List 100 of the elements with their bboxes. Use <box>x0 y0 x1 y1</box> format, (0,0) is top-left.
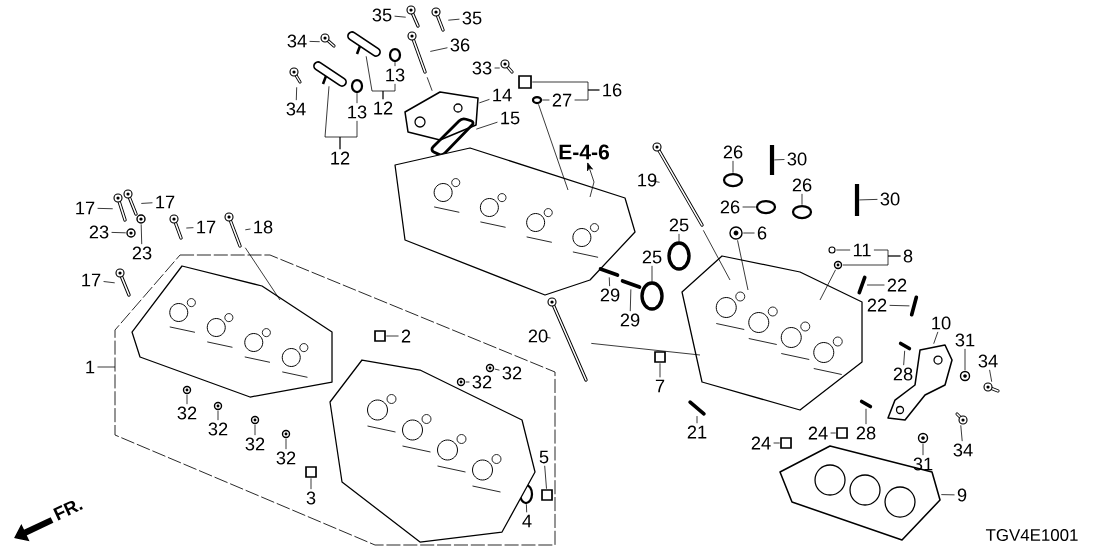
drawing-code: TGV4E1001 <box>985 529 1078 541</box>
callout-number: 34 <box>953 443 973 457</box>
leader-line <box>429 47 448 52</box>
callout-number: 12 <box>374 101 393 115</box>
bolt <box>289 67 302 84</box>
washer <box>126 228 136 238</box>
reference-arrow <box>587 162 595 198</box>
leader-line <box>678 233 680 243</box>
leader-line <box>865 408 867 425</box>
cap <box>541 489 553 501</box>
solenoid-valve <box>347 31 381 57</box>
callout-number: 9 <box>957 488 967 502</box>
callout-number: 32 <box>472 375 492 389</box>
leader-line <box>629 289 632 312</box>
o-ring <box>531 95 543 105</box>
cover <box>404 91 479 141</box>
callout-number: 32 <box>276 451 296 465</box>
callout-number: 3 <box>306 491 316 505</box>
cylinder-head <box>131 265 333 398</box>
leader-line <box>732 160 734 174</box>
leader-line <box>447 18 460 21</box>
leader-line <box>651 180 660 183</box>
callout-number: 31 <box>913 457 933 471</box>
callout-number: 28 <box>893 367 913 381</box>
dowel <box>305 466 317 478</box>
assembly-line <box>590 343 701 356</box>
leader-line <box>933 331 939 345</box>
callout-number: 7 <box>655 379 665 393</box>
callout-number: 20 <box>528 329 548 343</box>
pin <box>898 341 912 351</box>
leader-line <box>254 424 256 436</box>
leader-line <box>310 477 312 490</box>
callout-number: 25 <box>642 250 662 264</box>
leader-line <box>140 202 153 204</box>
leader-line <box>111 232 127 234</box>
leader-line <box>964 348 966 371</box>
callout-number: 18 <box>254 220 273 234</box>
leader-line <box>544 465 547 490</box>
o-ring <box>828 246 836 254</box>
leader-line <box>526 503 528 513</box>
leader-line <box>285 438 287 450</box>
bolt <box>123 189 138 216</box>
callout-number: 24 <box>751 436 771 450</box>
callout-number: 32 <box>245 437 265 451</box>
callout-number: 10 <box>932 316 951 330</box>
reference-label: E-4-6 <box>559 144 610 160</box>
callout-number: 6 <box>757 226 767 240</box>
bolt <box>983 382 1000 393</box>
callout-number: 35 <box>462 11 482 25</box>
leader-line <box>97 207 114 210</box>
callout-number: 19 <box>638 173 657 187</box>
leader-line <box>830 432 837 434</box>
callout-number: 26 <box>720 200 740 214</box>
leader-line <box>478 98 490 104</box>
leader-line <box>385 335 399 337</box>
leader-line <box>773 442 781 444</box>
callout-number: 14 <box>493 88 512 102</box>
callout-number: 29 <box>600 288 620 302</box>
leader-line <box>244 228 251 231</box>
leader-line <box>858 199 878 201</box>
callout-number: 4 <box>522 514 532 528</box>
stud <box>854 184 860 216</box>
leader-line <box>989 369 993 383</box>
leader-line <box>186 394 188 405</box>
leader-line <box>651 265 653 283</box>
leader-line <box>742 206 757 208</box>
callout-number: 22 <box>867 298 887 312</box>
callout-number: 33 <box>472 61 492 75</box>
callout-number: 13 <box>386 68 405 82</box>
callout-number: 17 <box>156 195 175 209</box>
dowel <box>780 437 792 449</box>
assembly-line <box>702 229 731 281</box>
callout-number: 34 <box>286 102 306 116</box>
callout-number: 8 <box>903 249 913 263</box>
direction-label: FR. <box>53 500 83 521</box>
plug <box>833 260 843 270</box>
leader-line <box>494 67 501 69</box>
callout-number: 13 <box>348 105 367 119</box>
o-ring <box>791 204 813 220</box>
nut <box>959 370 971 382</box>
assembly-line <box>538 103 569 191</box>
dowel-pin <box>857 275 867 295</box>
cup <box>654 351 666 363</box>
leader-line <box>541 99 550 101</box>
leader-line <box>394 61 396 67</box>
bolt <box>224 212 242 248</box>
leader-line <box>696 415 698 424</box>
callout-number: 24 <box>808 426 828 440</box>
nut <box>213 401 223 411</box>
leader-line <box>889 304 910 307</box>
assembly-line <box>737 239 749 291</box>
callout-number: 32 <box>177 406 197 420</box>
bolt <box>431 7 445 32</box>
leader-line <box>773 159 785 161</box>
bolt <box>406 5 420 28</box>
callout-number: 17 <box>197 220 216 234</box>
leader-line <box>940 494 955 496</box>
o-ring <box>755 199 777 215</box>
solenoid-valve <box>313 61 347 87</box>
o-ring <box>388 47 402 63</box>
